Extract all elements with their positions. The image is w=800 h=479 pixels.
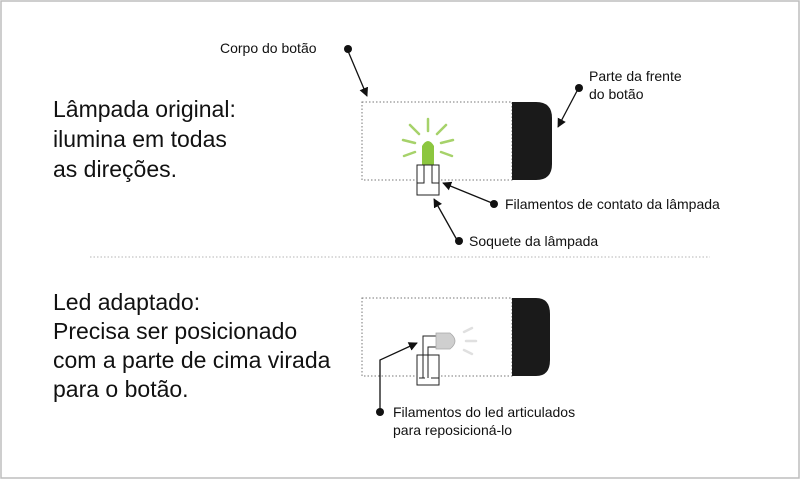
label-lamp-socket: Soquete da lâmpada <box>469 233 599 249</box>
led-filaments <box>419 335 439 379</box>
lamp-socket <box>416 164 440 196</box>
bottom-title-line-2: Precisa ser posicionado <box>53 318 298 344</box>
button-front-bottom <box>512 298 550 376</box>
led-bulb <box>435 332 456 350</box>
label-led-filaments-2: para reposicioná-lo <box>393 422 513 438</box>
bottom-title-line-1: Led adaptado: <box>53 289 201 315</box>
bottom-title-line-4: para o botão. <box>53 376 189 402</box>
top-title-line-1: Lâmpada original: <box>53 96 236 122</box>
label-button-body: Corpo do botão <box>220 40 317 56</box>
lamp-contact-filaments <box>417 165 439 184</box>
label-led-filaments-1: Filamentos do led articulados <box>393 404 576 420</box>
label-button-front-1: Parte da frente <box>589 68 682 84</box>
bottom-label-dot <box>376 408 384 416</box>
button-front-top <box>512 102 552 180</box>
top-label-dots <box>344 45 583 245</box>
label-button-front-2: do botão <box>589 86 644 102</box>
bottom-title-line-3: com a parte de cima virada <box>53 347 331 373</box>
top-title-line-3: as direções. <box>53 156 178 182</box>
lamp-bulb <box>422 141 434 165</box>
led-light-rays <box>462 326 478 356</box>
bottom-leaders <box>379 342 418 410</box>
top-leaders <box>347 50 578 241</box>
lamp-light-rays <box>401 117 455 158</box>
top-title-line-2: ilumina em todas <box>53 126 227 152</box>
label-contact-filaments: Filamentos de contato da lâmpada <box>505 196 720 212</box>
